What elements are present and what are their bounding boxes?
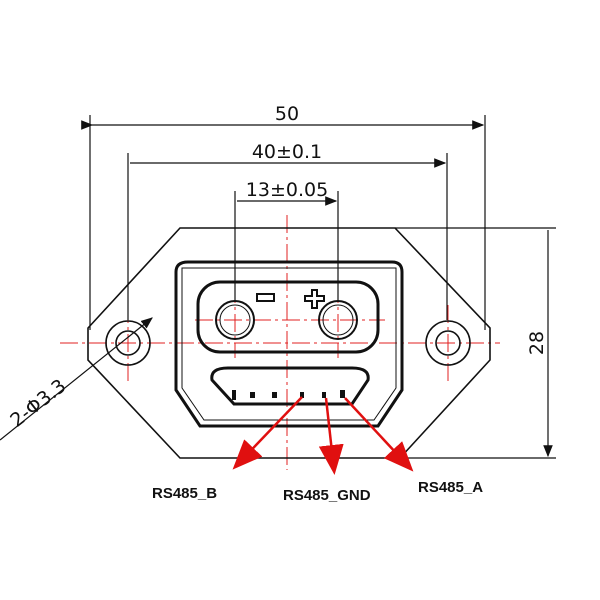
label-rs485-gnd: RS485_GND [283, 487, 371, 504]
power-pin-negative [215, 300, 255, 340]
housing-outline [174, 260, 404, 428]
dimension-lines [0, 120, 553, 458]
power-pod [196, 280, 380, 354]
dim-height: 28 [526, 331, 548, 355]
label-rs485-b: RS485_B [152, 485, 217, 502]
signal-pins [232, 390, 345, 400]
dim-pin-spacing: 13±0.05 [246, 179, 328, 201]
mounting-hole-left [105, 320, 151, 366]
mounting-hole-right [425, 320, 471, 366]
power-pin-positive [318, 300, 358, 340]
extension-lines [89, 115, 556, 459]
centerlines [60, 215, 500, 470]
minus-icon [256, 293, 275, 302]
dim-hole-spacing: 40±0.1 [252, 141, 322, 163]
dim-overall-width: 50 [275, 103, 299, 125]
dim-hole-callout: 2-Φ3.3 [6, 375, 70, 432]
label-rs485-a: RS485_A [418, 479, 483, 496]
pin-arrows [232, 396, 414, 475]
plus-icon [304, 289, 325, 309]
